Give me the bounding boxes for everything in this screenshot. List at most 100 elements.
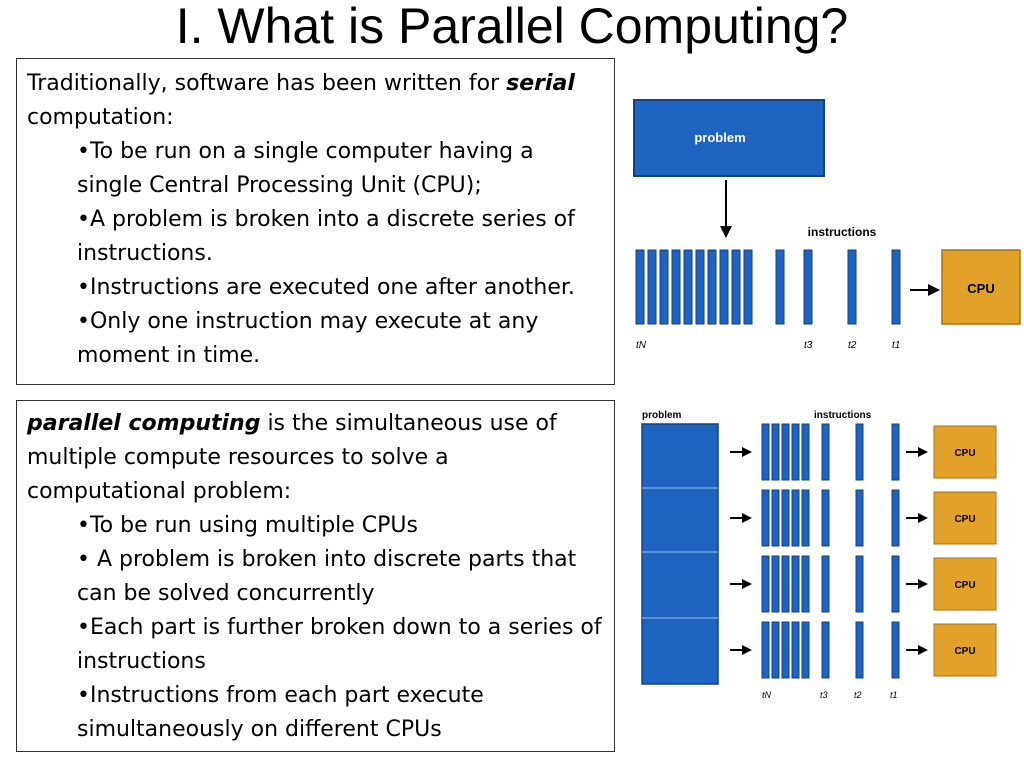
parallel-bullet: To be run using multiple CPUs bbox=[77, 509, 604, 543]
time-label: t2 bbox=[854, 690, 862, 700]
instruction-bar bbox=[781, 423, 790, 481]
instruction-bars bbox=[635, 249, 901, 325]
instruction-bar bbox=[855, 621, 864, 679]
instruction-bar bbox=[771, 423, 780, 481]
serial-bullet: A problem is broken into a discrete seri… bbox=[77, 203, 604, 271]
problem-label: problem bbox=[694, 130, 745, 145]
instruction-bar bbox=[891, 249, 901, 325]
instruction-bar bbox=[781, 621, 790, 679]
slide-title: I. What is Parallel Computing? bbox=[175, 0, 849, 54]
parallel-row: CPU bbox=[730, 423, 997, 481]
right-arrowhead-icon bbox=[918, 645, 928, 655]
serial-intro-post: computation: bbox=[27, 105, 174, 130]
instruction-bar bbox=[731, 249, 741, 325]
instructions-label: instructions bbox=[814, 410, 872, 421]
parallel-diagram: problem instructions CPU CPU bbox=[641, 410, 997, 700]
parallel-bullet: A problem is broken into discrete parts … bbox=[77, 543, 604, 611]
instruction-bar bbox=[891, 621, 900, 679]
time-label: t3 bbox=[804, 340, 813, 351]
right-arrowhead-icon bbox=[928, 284, 940, 296]
instruction-bar bbox=[761, 555, 770, 613]
right-arrowhead-icon bbox=[918, 579, 928, 589]
serial-bullet: Instructions are executed one after anot… bbox=[77, 271, 604, 305]
right-arrowhead-icon bbox=[742, 579, 752, 589]
right-arrowhead-icon bbox=[918, 447, 928, 457]
cpu-block bbox=[933, 557, 997, 611]
instruction-bar bbox=[801, 555, 810, 613]
serial-bullet: To be run on a single computer having a … bbox=[77, 135, 604, 203]
parallel-text-box: parallel computing is the simultaneous u… bbox=[16, 400, 615, 752]
cpu-label: CPU bbox=[954, 580, 975, 591]
cpu-block bbox=[933, 425, 997, 479]
cpu-block bbox=[933, 623, 997, 677]
instruction-bar bbox=[771, 621, 780, 679]
serial-intro: Traditionally, software has been written… bbox=[27, 67, 604, 135]
instruction-bar bbox=[821, 555, 830, 613]
parallel-intro: parallel computing is the simultaneous u… bbox=[27, 407, 604, 509]
instruction-bar bbox=[821, 621, 830, 679]
parallel-bullet: Instructions from each part execute simu… bbox=[77, 679, 604, 747]
instructions-label: instructions bbox=[808, 225, 877, 239]
time-label: t2 bbox=[848, 340, 857, 351]
right-arrowhead-icon bbox=[918, 513, 928, 523]
instruction-bar bbox=[891, 555, 900, 613]
instruction-bar bbox=[891, 423, 900, 481]
instruction-bar bbox=[761, 423, 770, 481]
instruction-bar bbox=[801, 423, 810, 481]
parallel-intro-post: is the simultaneous use of multiple comp… bbox=[27, 411, 557, 504]
instruction-bar bbox=[781, 489, 790, 547]
problem-block bbox=[633, 99, 825, 177]
right-arrowhead-icon bbox=[742, 447, 752, 457]
instruction-bar bbox=[695, 249, 705, 325]
cpu-label: CPU bbox=[954, 514, 975, 525]
instruction-bar bbox=[791, 489, 800, 547]
instruction-bar bbox=[635, 249, 645, 325]
down-arrowhead-icon bbox=[720, 226, 732, 238]
instruction-bar bbox=[821, 489, 830, 547]
time-label: t3 bbox=[820, 690, 828, 700]
problem-block bbox=[641, 423, 719, 685]
time-label: tN bbox=[636, 340, 647, 351]
instruction-bar bbox=[821, 423, 830, 481]
instruction-bar bbox=[743, 249, 753, 325]
instruction-bar bbox=[647, 249, 657, 325]
instruction-bar bbox=[761, 621, 770, 679]
instruction-bar bbox=[771, 489, 780, 547]
instruction-bar bbox=[855, 555, 864, 613]
serial-bullet: Only one instruction may execute at any … bbox=[77, 305, 604, 373]
instruction-bar bbox=[781, 555, 790, 613]
instruction-bar bbox=[775, 249, 785, 325]
cpu-block bbox=[933, 491, 997, 545]
instruction-bar bbox=[761, 489, 770, 547]
parallel-row: CPU bbox=[730, 621, 997, 679]
parallel-intro-em: parallel computing bbox=[27, 411, 261, 436]
serial-diagram: problem instructions CPU tN t3 t2 t1 bbox=[633, 99, 1021, 351]
right-arrowhead-icon bbox=[742, 645, 752, 655]
time-label: t1 bbox=[892, 340, 900, 351]
serial-bullet-list: To be run on a single computer having a … bbox=[27, 135, 604, 373]
instruction-bar bbox=[683, 249, 693, 325]
instruction-bar bbox=[791, 423, 800, 481]
cpu-label: CPU bbox=[967, 281, 994, 296]
instruction-bar bbox=[719, 249, 729, 325]
instruction-bar bbox=[671, 249, 681, 325]
instruction-bar bbox=[659, 249, 669, 325]
instruction-bar bbox=[891, 489, 900, 547]
parallel-row: CPU bbox=[730, 489, 997, 547]
serial-text-box: Traditionally, software has been written… bbox=[16, 58, 615, 385]
instruction-bar bbox=[791, 555, 800, 613]
instruction-bar bbox=[801, 621, 810, 679]
parallel-bullet-list: To be run using multiple CPUs A problem … bbox=[27, 509, 604, 747]
parallel-row: CPU bbox=[730, 555, 997, 613]
instruction-bar bbox=[855, 489, 864, 547]
instruction-bar bbox=[855, 423, 864, 481]
instruction-bar bbox=[801, 489, 810, 547]
cpu-block bbox=[941, 249, 1021, 325]
problem-label: problem bbox=[642, 410, 682, 421]
serial-intro-em: serial bbox=[506, 71, 575, 96]
time-label: tN bbox=[762, 690, 772, 700]
parallel-bullet: Each part is further broken down to a se… bbox=[77, 611, 604, 679]
cpu-label: CPU bbox=[954, 646, 975, 657]
right-arrowhead-icon bbox=[742, 513, 752, 523]
serial-intro-pre: Traditionally, software has been written… bbox=[27, 71, 507, 96]
